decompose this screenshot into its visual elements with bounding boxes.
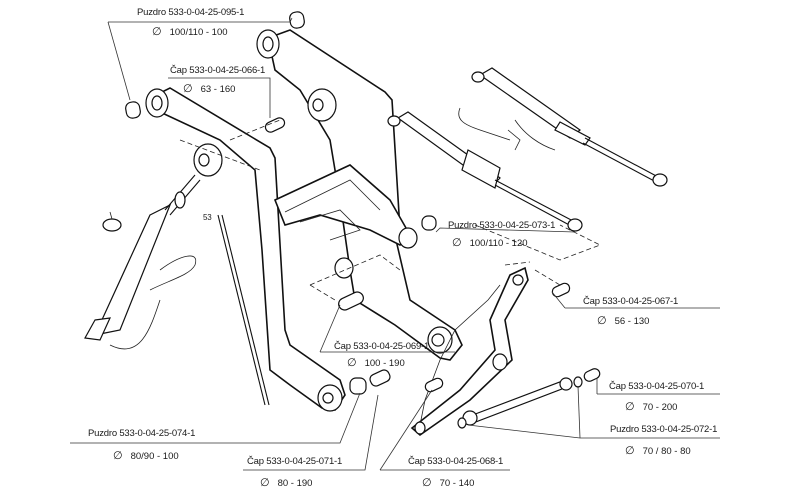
- callout-part-puzdro-072: Puzdro 533-0-04-25-072-1: [610, 424, 718, 435]
- left-lift-cylinder: [84, 174, 201, 350]
- dimension-value: 100 - 190: [364, 358, 405, 369]
- dimension-value: 70 - 200: [642, 402, 678, 413]
- dimension-value: 100/110 - 120: [469, 238, 528, 249]
- callout-part-puzdro-073: Puzdro 533-0-04-25-073-1: [448, 220, 556, 231]
- callout-part-cap-070: Čap 533-0-04-25-070-1: [609, 381, 705, 392]
- callout-dim-cap-067: ∅ 56 - 130: [597, 314, 649, 327]
- callout-dim-cap-070: ∅ 70 - 200: [625, 400, 677, 413]
- callout-part-cap-066: Čap 533-0-04-25-066-1: [170, 65, 266, 76]
- callout-dim-puzdro-073: ∅ 100/110 - 120: [452, 236, 528, 249]
- boom-frame: [145, 29, 463, 412]
- dimension-value: 80/90 - 100: [130, 451, 179, 462]
- callout-part-cap-068: Čap 533-0-04-25-068-1: [408, 456, 504, 467]
- diameter-icon: ∅: [152, 26, 162, 38]
- callout-dim-puzdro-072: ∅ 70 / 80 - 80: [625, 444, 691, 457]
- right-cylinders: [387, 67, 668, 232]
- callout-part-puzdro-095: Puzdro 533-0-04-25-095-1: [137, 7, 245, 18]
- diameter-icon: ∅: [183, 83, 193, 95]
- callout-dim-cap-066: ∅ 63 - 160: [183, 82, 235, 95]
- dimension-value: 70 / 80 - 80: [642, 446, 691, 457]
- item-number: 53: [203, 213, 212, 222]
- dimension-value: 80 - 190: [277, 478, 313, 489]
- diameter-icon: ∅: [625, 445, 635, 457]
- alignment-lines: [179, 119, 601, 301]
- diameter-icon: ∅: [597, 315, 607, 327]
- callout-dim-cap-068: ∅ 70 - 140: [422, 476, 474, 489]
- callout-dim-cap-069: ∅ 100 - 190: [347, 356, 405, 369]
- dimension-value: 56 - 130: [614, 316, 650, 327]
- dimension-value: 70 - 140: [439, 478, 475, 489]
- callout-dim-cap-071: ∅ 80 - 190: [260, 476, 312, 489]
- diameter-icon: ∅: [260, 477, 270, 489]
- dimension-value: 100/110 - 100: [169, 27, 228, 38]
- dimension-value: 63 - 160: [200, 84, 236, 95]
- diameter-icon: ∅: [113, 450, 123, 462]
- callout-part-puzdro-074: Puzdro 533-0-04-25-074-1: [88, 428, 196, 439]
- callout-part-cap-071: Čap 533-0-04-25-071-1: [247, 456, 343, 467]
- diameter-icon: ∅: [452, 237, 462, 249]
- leader-lines: [70, 17, 720, 471]
- diameter-icon: ∅: [347, 357, 357, 369]
- callout-dim-puzdro-074: ∅ 80/90 - 100: [113, 449, 179, 462]
- diameter-icon: ∅: [625, 401, 635, 413]
- diameter-icon: ∅: [422, 477, 432, 489]
- callout-part-cap-067: Čap 533-0-04-25-067-1: [583, 296, 679, 307]
- loose-parts: [125, 11, 601, 395]
- callout-dim-puzdro-095: ∅ 100/110 - 100: [152, 25, 228, 38]
- callout-part-cap-069: Čap 533-0-04-25-069-1: [334, 341, 430, 352]
